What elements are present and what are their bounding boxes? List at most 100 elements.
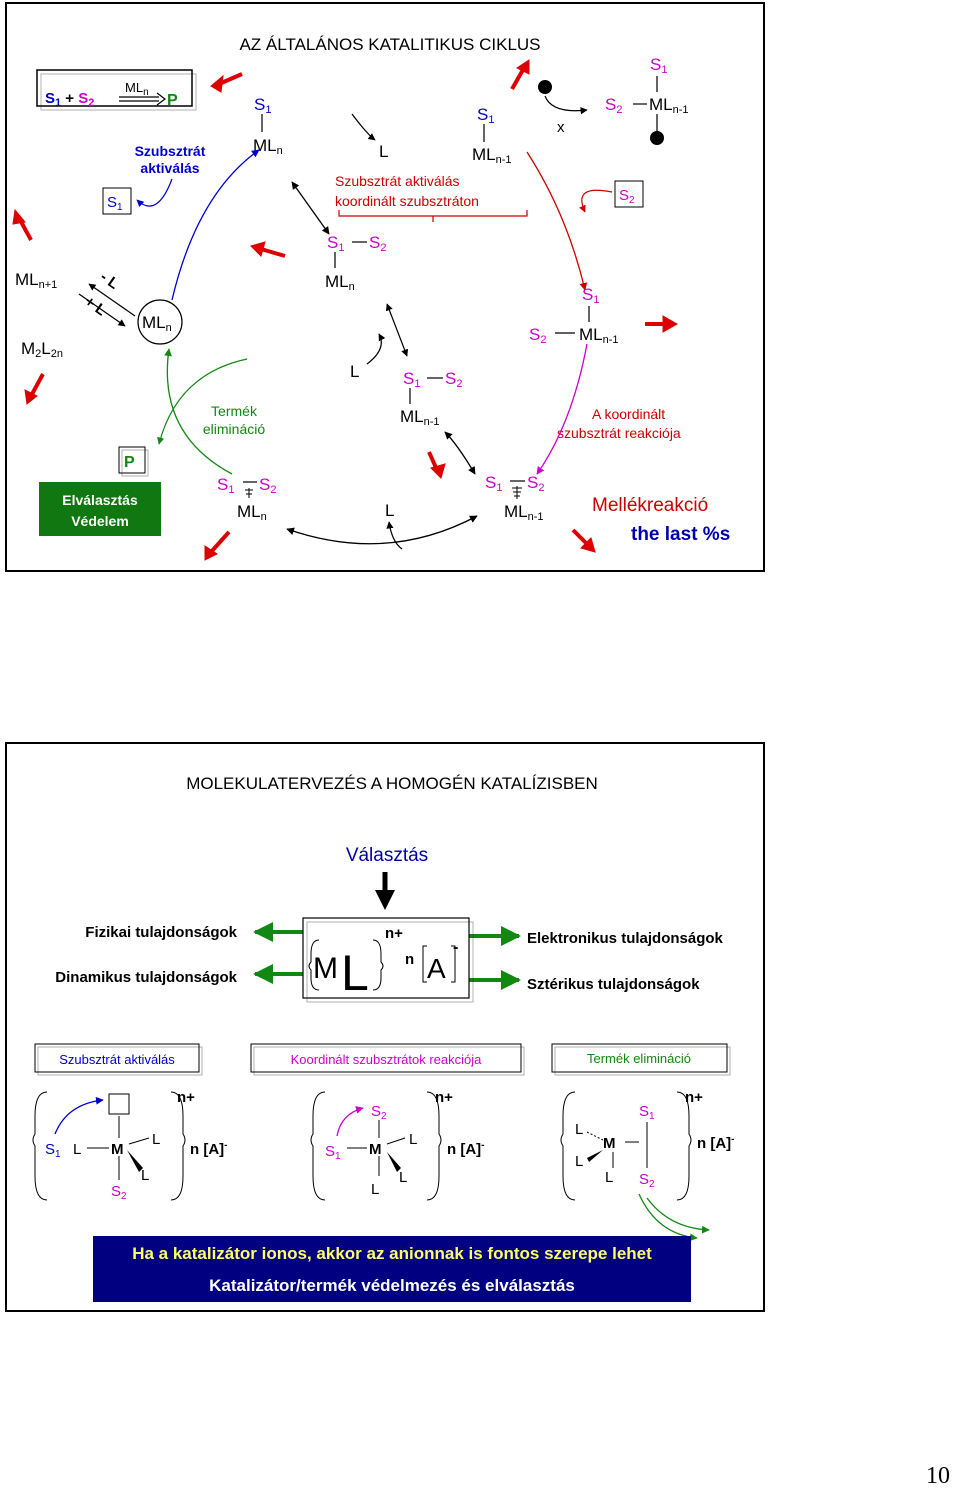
species-s1-s2-mln-1-mid: S1 S2 MLn-1 bbox=[400, 369, 462, 428]
svg-text:Koordinált szubsztrátok reakci: Koordinált szubsztrátok reakciója bbox=[291, 1052, 483, 1067]
ligand-L-bottom: L bbox=[385, 501, 394, 520]
product-p-box: P bbox=[118, 446, 149, 477]
svg-text:S2: S2 bbox=[259, 475, 276, 496]
svg-text:MLn: MLn bbox=[125, 80, 149, 98]
svg-text:Termék elimináció: Termék elimináció bbox=[587, 1051, 691, 1066]
page-number: 10 bbox=[926, 1463, 950, 1489]
svg-text:S2: S2 bbox=[111, 1183, 127, 1202]
svg-text:S1: S1 bbox=[650, 55, 667, 76]
svg-text:Katalizátor/termék védelmezés: Katalizátor/termék védelmezés és elválas… bbox=[209, 1276, 575, 1295]
ligand-L-top: L bbox=[379, 142, 388, 161]
minus-L-label: - L bbox=[97, 268, 122, 292]
plus-L-label: + L bbox=[81, 293, 109, 320]
last-percent-label: the last %s bbox=[631, 524, 730, 545]
svg-text:M: M bbox=[603, 1135, 616, 1152]
svg-text:MLn-1: MLn-1 bbox=[579, 325, 619, 346]
category-box-elimination: Termék elimináció bbox=[551, 1043, 731, 1076]
svg-text:S1: S1 bbox=[403, 369, 420, 390]
svg-text:S2: S2 bbox=[639, 1171, 655, 1190]
svg-text:L: L bbox=[575, 1121, 583, 1138]
svg-text:L: L bbox=[73, 1141, 81, 1158]
svg-text:M: M bbox=[111, 1141, 124, 1158]
svg-text:P: P bbox=[167, 92, 178, 109]
svg-text:L: L bbox=[409, 1131, 417, 1148]
svg-text:S1: S1 bbox=[327, 233, 344, 254]
svg-text:S1: S1 bbox=[45, 1141, 61, 1160]
svg-text:n [A]-: n [A]- bbox=[697, 1134, 735, 1152]
svg-text:MLn-1: MLn-1 bbox=[472, 145, 512, 166]
species-s1-mln-1: S1 MLn-1 bbox=[472, 105, 512, 166]
svg-text:MLn-1: MLn-1 bbox=[649, 95, 689, 116]
svg-text:S1: S1 bbox=[639, 1103, 655, 1122]
svg-text:S2: S2 bbox=[369, 233, 386, 254]
catalytic-cycle-panel: AZ ÁLTALÁNOS KATALITIKUS CIKLUS S1 + S2 … bbox=[5, 2, 765, 572]
coord-reaction-label-2: szubsztrát reakciója bbox=[557, 425, 681, 441]
svg-text:MLn-1: MLn-1 bbox=[400, 407, 440, 428]
species-bottom-right: S1 S2 MLn-1 bbox=[485, 473, 544, 523]
svg-text:L: L bbox=[152, 1131, 160, 1148]
s1-box: S1 bbox=[102, 187, 132, 215]
svg-text:S2: S2 bbox=[371, 1103, 387, 1122]
svg-text:A: A bbox=[427, 953, 446, 984]
svg-text:MLn: MLn bbox=[237, 502, 267, 523]
physical-props: Fizikai tulajdonságok bbox=[85, 924, 237, 941]
cycle-title: AZ ÁLTALÁNOS KATALITIKUS CIKLUS bbox=[239, 35, 540, 54]
svg-text:P: P bbox=[124, 454, 135, 471]
svg-text:Szubsztrát aktiválás: Szubsztrát aktiválás bbox=[59, 1052, 175, 1067]
side-reaction-arrows bbox=[12, 59, 679, 561]
category-box-activation: Szubsztrát aktiválás bbox=[34, 1043, 203, 1076]
m2l2n: M2L2n bbox=[21, 339, 63, 360]
product-elim-label-2: elimináció bbox=[203, 421, 265, 437]
svg-text:n [A]-: n [A]- bbox=[447, 1140, 485, 1158]
s2-box: S2 bbox=[614, 180, 644, 208]
svg-text:n [A]-: n [A]- bbox=[190, 1140, 228, 1158]
complex-box: M L n+ n A - bbox=[302, 917, 474, 1003]
complex-activation: S1 L M L L S2 n+ n [A]- bbox=[32, 1089, 228, 1202]
svg-text:S1: S1 bbox=[325, 1143, 341, 1162]
svg-text:n+: n+ bbox=[385, 925, 403, 942]
svg-text:L: L bbox=[141, 1167, 149, 1184]
reaction-box: S1 + S2 MLn P bbox=[36, 69, 197, 111]
side-reaction-label: Mellékreakció bbox=[592, 495, 708, 516]
svg-text:Elválasztás: Elválasztás bbox=[62, 492, 138, 508]
svg-text:S1: S1 bbox=[217, 475, 234, 496]
svg-text:S2: S2 bbox=[605, 95, 622, 116]
svg-text:S2: S2 bbox=[527, 473, 544, 494]
svg-text:L: L bbox=[575, 1153, 583, 1170]
svg-text:n+: n+ bbox=[685, 1089, 703, 1106]
dynamic-props: Dinamikus tulajdonságok bbox=[55, 969, 237, 986]
svg-text:MLn: MLn bbox=[253, 136, 283, 157]
choice-label: Választás bbox=[346, 845, 428, 866]
electronic-props: Elektronikus tulajdonságok bbox=[527, 930, 724, 947]
coord-activation-label-1: Szubsztrát aktiválás bbox=[335, 173, 460, 189]
substrate-activation-label-2: aktiválás bbox=[140, 160, 199, 176]
svg-text:S2: S2 bbox=[445, 369, 462, 390]
svg-text:Védelem: Védelem bbox=[71, 513, 129, 529]
svg-text:S1: S1 bbox=[477, 105, 494, 126]
species-bottom-left: S1 S2 MLn bbox=[217, 475, 276, 523]
species-right-mln-1: S1 S2 MLn-1 bbox=[529, 285, 619, 346]
svg-text:n: n bbox=[405, 951, 414, 968]
svg-text:S1: S1 bbox=[485, 473, 502, 494]
blocked-x-mark: x bbox=[557, 119, 565, 136]
catalytic-cycle-diagram: AZ ÁLTALÁNOS KATALITIKUS CIKLUS S1 + S2 … bbox=[12, 35, 730, 561]
molecular-design-panel: MOLEKULATERVEZÉS A HOMOGÉN KATALÍZISBEN … bbox=[5, 742, 765, 1312]
product-elim-label-1: Termék bbox=[211, 403, 258, 419]
separation-box: Elválasztás Védelem bbox=[39, 482, 161, 536]
svg-text:S2: S2 bbox=[619, 187, 635, 206]
svg-text:M: M bbox=[313, 952, 338, 985]
category-box-coordinated: Koordinált szubsztrátok reakciója bbox=[250, 1043, 525, 1076]
svg-text:MLn: MLn bbox=[325, 272, 355, 293]
svg-text:S1: S1 bbox=[107, 194, 123, 213]
svg-text:L: L bbox=[341, 945, 369, 1001]
species-s1-s2-mln-mid: S1 S2 MLn bbox=[325, 233, 386, 293]
svg-text:n+: n+ bbox=[435, 1089, 453, 1106]
svg-text:S1 + S2: S1 + S2 bbox=[45, 90, 94, 109]
svg-text:S1: S1 bbox=[254, 95, 271, 116]
info-banner: Ha a katalizátor ionos, akkor az anionna… bbox=[93, 1236, 691, 1302]
svg-text:L: L bbox=[605, 1169, 613, 1186]
molecular-design-diagram: MOLEKULATERVEZÉS A HOMOGÉN KATALÍZISBEN … bbox=[32, 774, 735, 1302]
svg-text:-: - bbox=[453, 939, 458, 956]
svg-text:Ha a katalizátor ionos, akkor: Ha a katalizátor ionos, akkor az anionna… bbox=[132, 1244, 652, 1263]
ml-n-plus-1: MLn+1 bbox=[15, 270, 57, 291]
